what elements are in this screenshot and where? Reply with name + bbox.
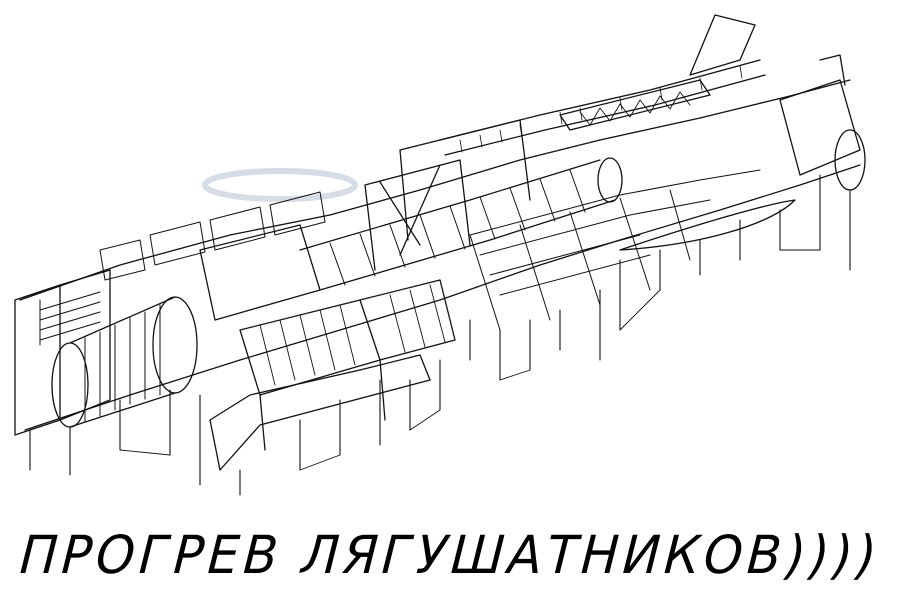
tunnel-duct-top-edge [19, 79, 851, 301]
top-hatching [459, 65, 743, 153]
caption-banner: ПРОГРЕВ ЛЯГУШАТНИКОВ)))) [0, 500, 900, 610]
bottom-duct [209, 354, 431, 471]
support-legs [29, 174, 851, 496]
top-side-boxes [99, 191, 326, 281]
central-cylinder-end [597, 157, 623, 203]
left-end-block [14, 269, 111, 436]
lower-block-fins [259, 284, 446, 386]
gantry-frame-1 [364, 159, 471, 271]
right-end-block [779, 54, 861, 176]
upper-rail [439, 59, 766, 156]
central-cylinder-ribs [329, 169, 586, 286]
faint-background-oval [202, 168, 358, 202]
fan-cylinder-ribs [84, 304, 161, 423]
diffuser-left [199, 224, 321, 321]
tunnel-duct-bottom-edge [24, 164, 861, 431]
tail-fin [689, 14, 756, 76]
left-shelf-stack [39, 291, 101, 346]
fan-cylinder-body [69, 296, 176, 428]
lower-block-assembly [239, 279, 456, 451]
right-end-cylinder-face [834, 129, 866, 191]
top-truss-diagonals [579, 91, 691, 126]
caption-text: ПРОГРЕВ ЛЯГУШАТНИКОВ)))) [12, 524, 888, 586]
central-cylinder [299, 159, 616, 291]
wind-tunnel-line-drawing [14, 14, 866, 496]
ground-bracing [119, 249, 821, 471]
wing-plate [619, 199, 796, 251]
staging-grid [469, 169, 761, 331]
